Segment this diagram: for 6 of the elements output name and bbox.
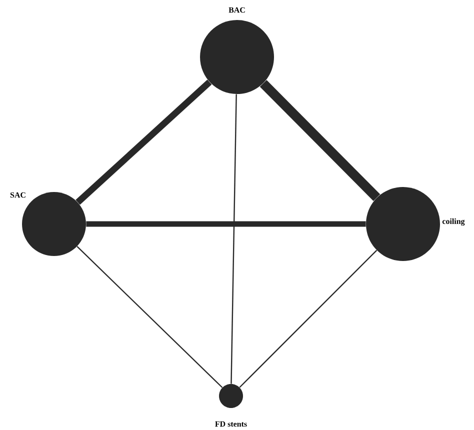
connecting-line — [86, 221, 366, 227]
connecting-line — [230, 94, 237, 384]
connecting-line — [260, 80, 380, 201]
connecting-line — [76, 80, 212, 205]
connecting-line — [76, 246, 223, 388]
connecting-line — [239, 250, 378, 388]
